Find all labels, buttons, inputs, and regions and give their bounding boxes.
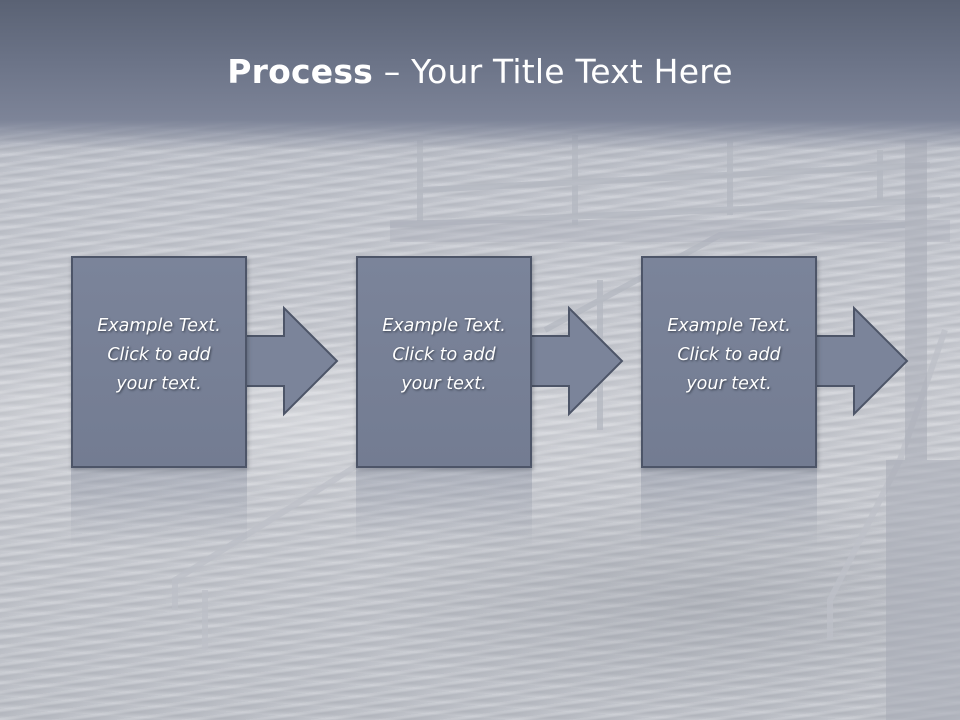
step-reflection [356,468,532,548]
title-band [0,0,960,150]
step-text[interactable]: Example Text. Click to add your text. [382,316,506,394]
arrow-right-icon [527,305,624,417]
slide-title[interactable]: Process – Your Title Text Here [0,52,960,91]
step-box[interactable]: Example Text. Click to add your text. [356,256,532,468]
arrow-right-icon [242,305,339,417]
step-box[interactable]: Example Text. Click to add your text. [71,256,247,468]
step-reflection [641,468,817,548]
step-text[interactable]: Example Text. Click to add your text. [97,316,221,394]
step-box[interactable]: Example Text. Click to add your text. [641,256,817,468]
step-reflection [71,468,247,548]
process-step-2[interactable]: Example Text. Click to add your text. [356,256,626,548]
title-bold: Process [227,52,374,91]
process-step-3[interactable]: Example Text. Click to add your text. [641,256,911,548]
title-rest: – Your Title Text Here [373,52,733,91]
step-text[interactable]: Example Text. Click to add your text. [667,316,791,394]
arrow-right-icon [812,305,909,417]
process-step-1[interactable]: Example Text. Click to add your text. [71,256,341,548]
